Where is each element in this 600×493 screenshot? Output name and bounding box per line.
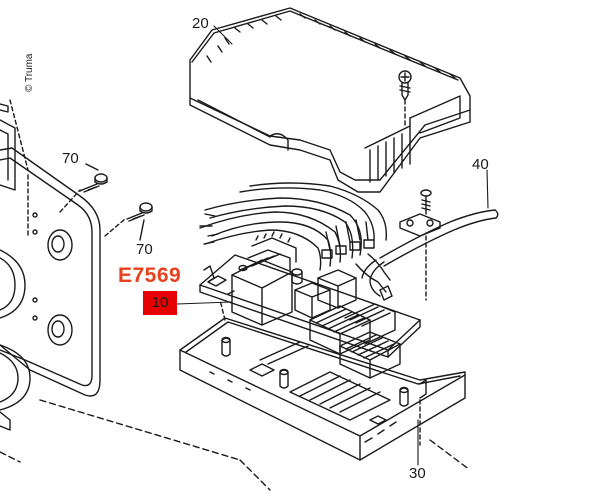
screws-70 [59, 163, 153, 241]
callout-cable: 40 [472, 156, 489, 173]
callout-screws-bottom: 70 [136, 241, 153, 258]
part-code-label: E7569 [118, 264, 182, 287]
cover-20 [189, 7, 471, 193]
housing-30 [179, 299, 466, 461]
callout-board-highlight: 10 [143, 291, 177, 315]
wire-harness [199, 182, 391, 293]
control-panel [0, 99, 101, 463]
leader-lines [176, 25, 489, 466]
copyright-notice: © Truma [24, 53, 35, 93]
circuit-board-10 [199, 231, 421, 379]
callout-screws-top: 70 [62, 150, 79, 167]
callout-housing: 30 [409, 465, 426, 482]
callout-cover: 20 [192, 15, 209, 32]
assembly-guide-lines [39, 399, 471, 491]
cable-40 [361, 189, 499, 301]
